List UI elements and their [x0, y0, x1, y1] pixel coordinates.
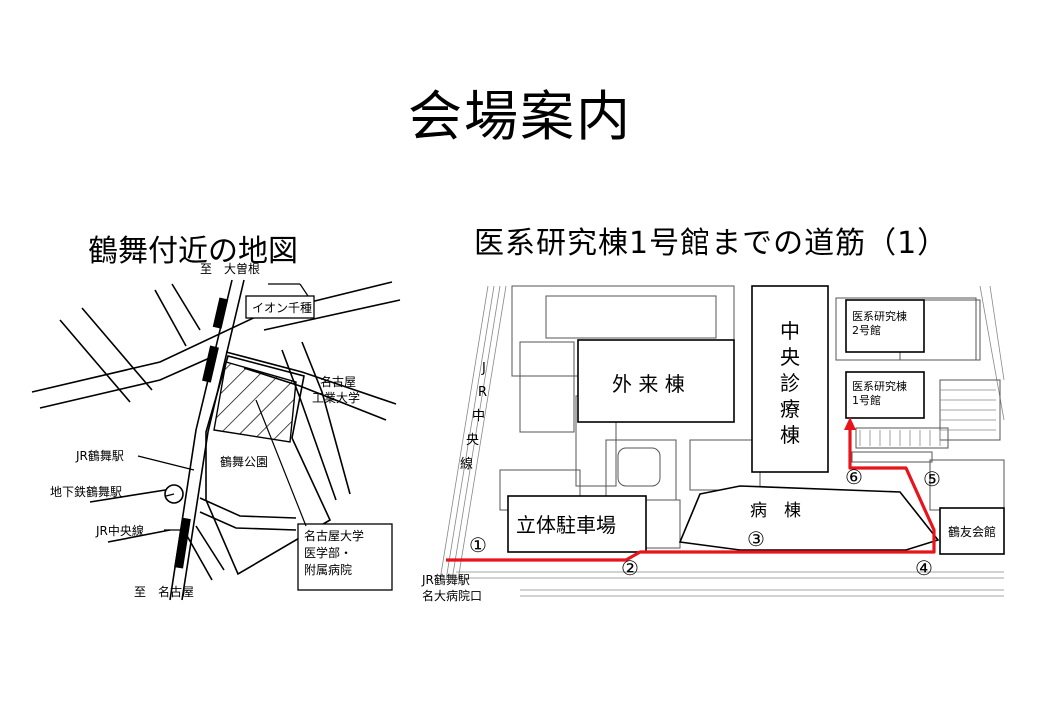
- label-central-4: 療: [780, 397, 800, 421]
- hospital-area-hatch: [213, 361, 297, 443]
- label-kakuyu: 鶴友会館: [948, 524, 996, 539]
- research-building-2: [845, 299, 925, 353]
- central-clinic-building: [751, 285, 829, 473]
- label-nit-2: 工業大学: [312, 390, 360, 405]
- label-nu-2: 医学部・: [304, 545, 352, 560]
- route-marker-5: ⑤: [923, 467, 941, 491]
- label-nu-3: 附属病院: [304, 562, 352, 577]
- route-marker-1: ①: [469, 533, 487, 557]
- label-ward: 病 棟: [750, 501, 801, 521]
- route-marker-4: ④: [915, 556, 933, 580]
- label-central-5: 棟: [780, 423, 800, 447]
- label-research1-2: 1号館: [852, 393, 881, 407]
- label-park: 鶴舞公園: [220, 454, 268, 469]
- label-jr-v-1: J: [481, 361, 486, 376]
- route-marker-2: ②: [621, 556, 639, 580]
- label-subway-station: 地下鉄鶴舞駅: [50, 484, 122, 499]
- area-map-heading: 鶴舞付近の地図: [88, 234, 298, 269]
- label-to-ozone: 至 大曽根: [200, 261, 260, 276]
- label-jr-station: JR鶴舞駅: [75, 448, 124, 463]
- route-marker-6: ⑥: [845, 465, 863, 489]
- route-map-heading: 医系研究棟1号館までの道筋（1）: [474, 226, 949, 261]
- label-station-1: JR鶴舞駅: [421, 572, 470, 587]
- label-jr-line: JR中央線: [95, 523, 144, 538]
- label-parking: 立体駐車場: [516, 513, 616, 537]
- label-central-3: 診: [780, 371, 800, 395]
- label-jr-v-4: 央: [466, 433, 479, 448]
- route-marker-3: ③: [747, 527, 765, 551]
- label-jr-v-2: R: [478, 385, 487, 400]
- route-arrow-icon: [844, 417, 856, 430]
- label-to-nagoya: 至 名古屋: [134, 584, 194, 599]
- label-nit-1: 名古屋: [320, 374, 356, 389]
- parking-building: [507, 495, 647, 553]
- label-jr-v-5: 線: [460, 456, 473, 472]
- label-jr-v-3: 中: [472, 409, 485, 424]
- ward-building: [678, 485, 940, 551]
- label-central-1: 中: [780, 319, 800, 343]
- label-nu-1: 名古屋大学: [304, 528, 364, 543]
- outpatient-building: [577, 339, 735, 423]
- page-title: 会場案内: [408, 85, 632, 148]
- label-research2-2: 2号館: [852, 323, 881, 337]
- label-station-2: 名大病院口: [422, 588, 482, 603]
- label-research2-1: 医系研究棟: [852, 309, 907, 323]
- label-research1-1: 医系研究棟: [852, 379, 907, 393]
- label-aeon: イオン千種: [252, 301, 312, 315]
- label-outpatient: 外 来 棟: [612, 372, 685, 396]
- walking-route: [446, 424, 936, 562]
- kakuyu-hall: [939, 507, 1005, 555]
- label-central-2: 央: [780, 345, 800, 369]
- research-building-1: [845, 371, 925, 419]
